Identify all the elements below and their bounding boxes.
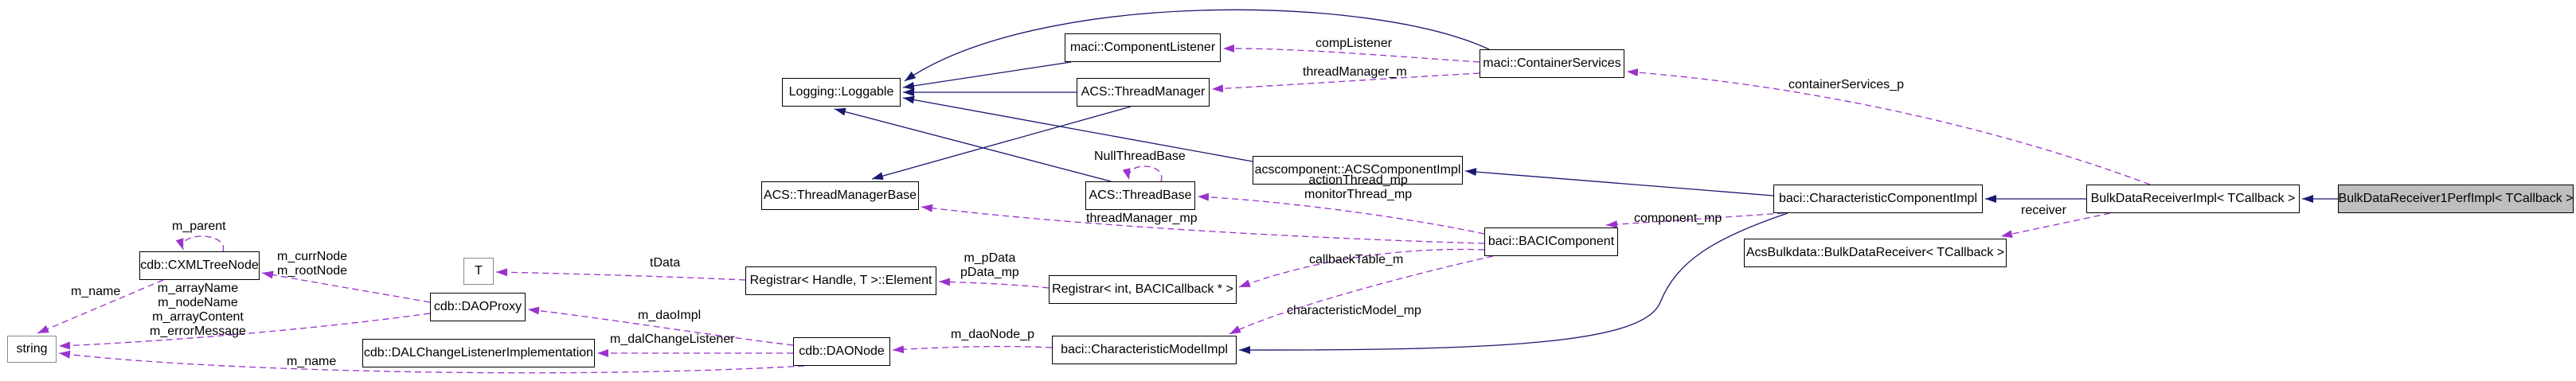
edge-characteristiccomponentimpl-to-characteristicmodelimpl [1238,212,1788,355]
edge-componentlistener-to-loggable [902,61,1072,90]
node-cdb-cxmltreenode[interactable]: cdb::CXMLTreeNode [139,251,260,280]
edge-label-currnode-rootnode: m_currNode m_rootNode [277,250,348,278]
edge-label-m-name-cxmltreenode: m_name [71,285,121,298]
node-acs-threadmanager[interactable]: ACS::ThreadManager [1077,78,1210,107]
edge-containerservices-p [1626,68,2151,185]
node-cdb-dalchangelistenerimplementation[interactable]: cdb::DALChangeListenerImplementation [362,339,595,367]
edge-m-pdata [938,278,1050,289]
edge-threadmanager-m [1211,72,1480,93]
node-logging-loggable[interactable]: Logging::Loggable [782,78,901,107]
edge-label-characteristicmodel-mp: characteristicModel_mp [1287,304,1421,317]
edge-label-m-daoimpl: m_daoImpl [638,309,702,322]
edge-label-threadmanager-m: threadManager_m [1303,65,1407,79]
node-t: T [463,258,494,285]
edge-label-m-pdata: m_pData pData_mp [960,251,1019,279]
edge-m-daonode-p [892,345,1053,354]
node-bulkdatareceiver1perfimpl-current: BulkDataReceiver1PerfImpl< TCallback > [2338,185,2574,213]
edge-label-nullthreadbase: NullThreadBase [1094,150,1186,163]
edge-label-callbacktable-m: callbackTable_m [1309,253,1404,266]
edge-cxmltreenode-to-string [37,279,164,334]
edge-characteristicmodel-mp [1229,255,1494,335]
node-baci-bacicomponent[interactable]: baci::BACIComponent [1484,227,1618,256]
edge-containerservices-to-loggable [904,9,1490,82]
node-string: string [7,336,57,363]
edge-label-complistener: compListener [1315,37,1393,50]
edge-m-parent-selfloop [175,235,225,252]
edge-actionthread-monitorthread [1197,192,1485,235]
edge-callbacktable-m [1238,248,1485,288]
edge-threadmanager-to-threadmanagerbase [871,106,1132,181]
node-acscomponent-acscomponentimpl[interactable]: acscomponent::ACSComponentImpl [1253,156,1463,185]
node-baci-characteristicmodelimpl[interactable]: baci::CharacteristicModelImpl [1052,336,1237,364]
edge-label-m-name-daonode: m_name [287,355,337,368]
edge-label-component-mp: component_mp [1634,212,1722,225]
edge-daoproxy-to-string [58,313,431,350]
edge-label-actionthread-monitorthread: actionThread_mp monitorThread_mp [1304,173,1413,201]
edge-tdata [495,268,746,281]
edge-threadmanager-mp [921,204,1485,244]
node-cdb-daonode[interactable]: cdb::DAONode [793,337,890,366]
edge-currnode-rootnode [261,270,431,303]
node-baci-characteristiccomponentimpl[interactable]: baci::CharacteristicComponentImpl [1773,185,1983,213]
node-registrar-int-bacicallback[interactable]: Registrar< int, BACICallback * > [1049,275,1237,304]
edge-label-containerservices-p: containerServices_p [1788,78,1904,91]
node-acs-threadbase[interactable]: ACS::ThreadBase [1085,181,1195,210]
edge-characteristiccomponentimpl-to-acscomponentimpl [1464,168,1774,196]
node-maci-componentlistener[interactable]: maci::ComponentListener [1065,33,1221,62]
edge-receiver [2000,212,2111,238]
edge-m-daoimpl [527,306,794,346]
edge-label-daoproxy-members: m_arrayName m_nodeName m_arrayContent m_… [150,282,246,338]
node-cdb-daoproxy[interactable]: cdb::DAOProxy [430,293,526,321]
node-acsbulkdata-bulkdatareceiver[interactable]: AcsBulkdata::BulkDataReceiver< TCallback… [1744,239,2007,267]
edge-label-threadmanager-mp: threadManager_mp [1086,212,1198,225]
edge-label-m-dalchangelistener: m_dalChangeListener [610,332,735,346]
edge-label-m-daonode-p: m_daoNode_p [951,328,1034,341]
edge-nullthreadbase-selfloop [1122,165,1163,182]
edge-component-mp [1605,212,1784,229]
node-registrar-handle-t-element[interactable]: Registrar< Handle, T >::Element [745,266,936,295]
edge-complistener [1222,44,1480,63]
node-maci-containerservices[interactable]: maci::ContainerServices [1480,49,1624,78]
edge-label-tdata: tData [650,256,681,270]
edge-label-receiver: receiver [2021,204,2066,217]
node-bulkdatareceiverimpl[interactable]: BulkDataReceiverImpl< TCallback > [2086,185,2300,213]
edge-acscomponentimpl-to-loggable [902,95,1253,162]
edge-threadbase-to-loggable [834,107,1112,182]
node-acs-threadmanagerbase[interactable]: ACS::ThreadManagerBase [761,181,919,210]
edge-label-m-parent: m_parent [172,220,226,233]
